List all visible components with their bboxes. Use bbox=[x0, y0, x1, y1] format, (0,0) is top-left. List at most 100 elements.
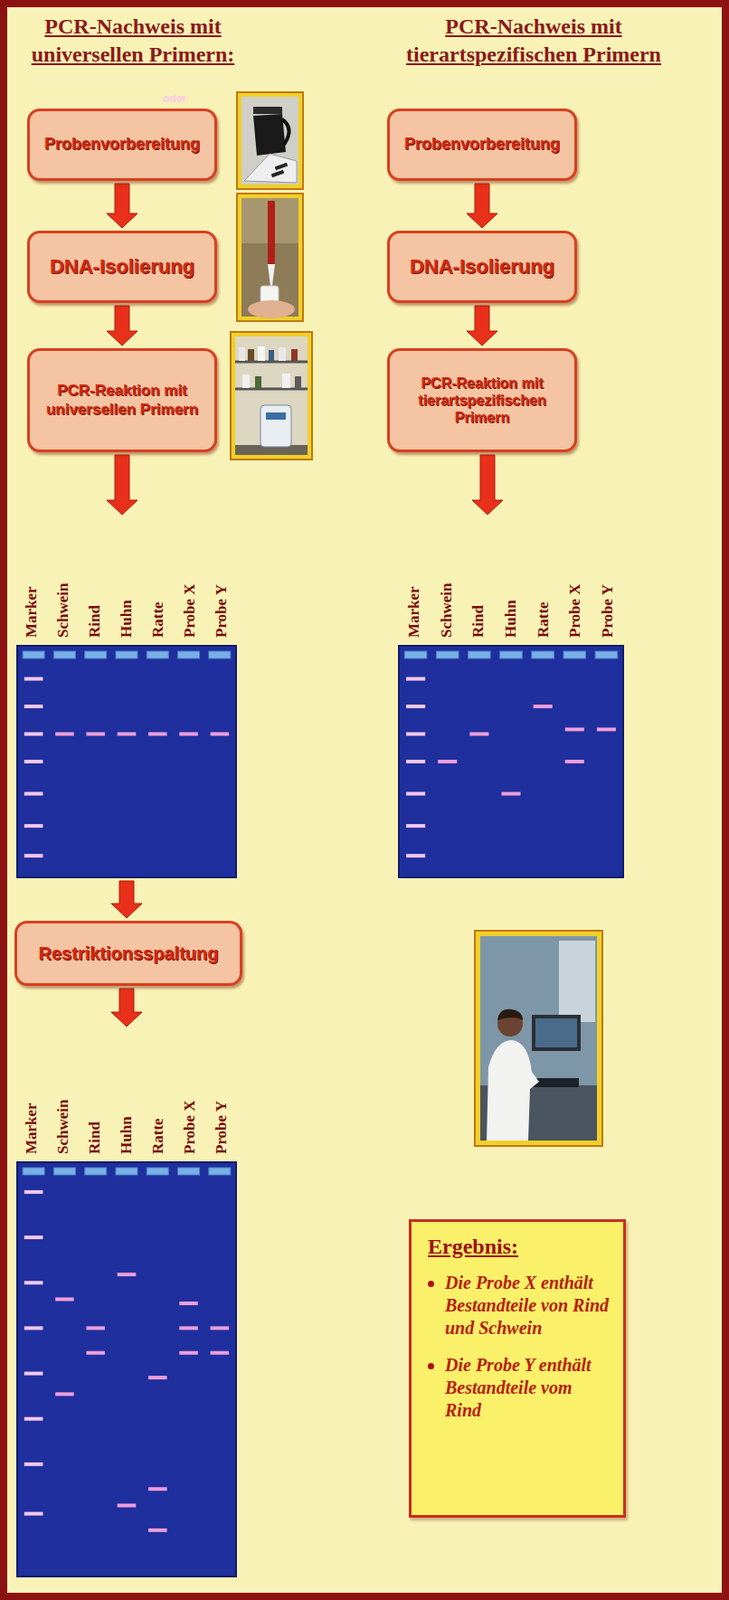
process-box: PCR-Reaktion mit tierartspezifischen Pri… bbox=[387, 348, 578, 453]
lane-label: Ratte bbox=[149, 601, 168, 638]
lane-label: Ratte bbox=[534, 601, 553, 638]
dna-band bbox=[24, 1417, 44, 1421]
photo-frame bbox=[236, 92, 303, 190]
dna-band bbox=[148, 1375, 168, 1380]
gel-well bbox=[85, 1167, 107, 1175]
process-box: Probenvorbereitung bbox=[27, 108, 218, 181]
lane-label: Probe X bbox=[180, 1099, 199, 1155]
gel-well bbox=[178, 651, 200, 659]
step-label: DNA-Isolierung bbox=[397, 255, 568, 279]
lane-label: Rind bbox=[85, 605, 105, 638]
dna-band bbox=[406, 732, 426, 737]
bottle bbox=[294, 376, 302, 389]
cabinet bbox=[558, 940, 596, 1023]
dna-band bbox=[565, 759, 585, 764]
gel-well bbox=[115, 651, 138, 659]
mixer-button bbox=[271, 170, 285, 179]
gel-well bbox=[22, 1167, 45, 1175]
dna-band bbox=[24, 1280, 44, 1285]
dna-band bbox=[117, 1272, 137, 1277]
bottle bbox=[255, 376, 262, 389]
lane-label: Ratte bbox=[149, 1117, 168, 1155]
bottle bbox=[291, 349, 298, 361]
flow-arrow bbox=[472, 454, 503, 515]
dna-band bbox=[24, 677, 44, 682]
gel-body bbox=[16, 644, 237, 879]
dna-band bbox=[55, 1297, 75, 1301]
photo-frame bbox=[230, 331, 313, 460]
gel-well bbox=[146, 651, 169, 659]
dna-band bbox=[210, 732, 230, 737]
flow-arrow bbox=[466, 305, 498, 346]
bottle bbox=[242, 374, 250, 389]
flow-arrow bbox=[466, 183, 498, 228]
mixer-button bbox=[274, 162, 289, 171]
machine-display bbox=[265, 412, 286, 420]
mixer-base bbox=[244, 153, 297, 183]
gel-well bbox=[178, 1167, 200, 1175]
bottle bbox=[247, 349, 255, 361]
gel-well bbox=[53, 1167, 76, 1175]
dna-band bbox=[55, 732, 75, 737]
bullet-item: Die Probe X enthält Bestandteile von Rin… bbox=[424, 1271, 611, 1340]
gel-well bbox=[468, 651, 492, 659]
photo-ground bbox=[241, 198, 299, 317]
step-label: Probenvorbereitung bbox=[37, 134, 208, 155]
dna-band bbox=[179, 1325, 199, 1330]
dna-band bbox=[406, 759, 426, 764]
lane-label: Marker bbox=[22, 586, 41, 638]
step-label: DNA-Isolierung bbox=[37, 255, 208, 279]
hair bbox=[497, 1009, 523, 1021]
gel-well bbox=[208, 1167, 231, 1175]
bottle bbox=[238, 347, 246, 361]
flow-arrow bbox=[106, 305, 138, 346]
dna-band bbox=[24, 704, 44, 709]
lane-label: Huhn bbox=[117, 599, 136, 638]
dna-band bbox=[565, 727, 585, 731]
dna-band bbox=[406, 792, 426, 796]
flow-arrow bbox=[111, 988, 143, 1027]
gel-well bbox=[146, 1167, 169, 1175]
jug-lid bbox=[253, 106, 283, 114]
lane-label: Marker bbox=[405, 586, 424, 638]
dna-band bbox=[179, 732, 199, 737]
photo-ground bbox=[241, 96, 299, 185]
gel-panel: MarkerSchweinRindHuhnRatteProbe XProbe Y bbox=[16, 517, 237, 879]
page-border bbox=[3, 3, 726, 1597]
lane-label: Schwein bbox=[54, 1099, 73, 1155]
dna-band bbox=[85, 1325, 105, 1330]
dna-band bbox=[210, 1351, 230, 1355]
gel-panel: MarkerSchweinRindHuhnRatteProbe XProbe Y bbox=[16, 1029, 237, 1578]
photo-frame bbox=[236, 193, 303, 322]
gel-well bbox=[500, 651, 523, 659]
gel-well bbox=[22, 651, 45, 659]
lane-label: Probe Y bbox=[212, 1100, 231, 1155]
jug-body bbox=[253, 113, 286, 156]
lane-label: Schwein bbox=[437, 583, 456, 638]
dna-band bbox=[24, 1512, 44, 1516]
gel-well bbox=[595, 651, 618, 659]
process-box: PCR-Reaktion mit universellen Primern bbox=[27, 348, 218, 453]
flow-arrow bbox=[111, 880, 143, 919]
gel-well bbox=[208, 651, 231, 659]
result-box: Ergebnis: Die Probe X enthält Bestandteil… bbox=[408, 1219, 626, 1518]
dna-band bbox=[24, 1462, 44, 1467]
band-note: oder bbox=[162, 92, 187, 105]
bottle bbox=[282, 373, 291, 389]
pcr-machine bbox=[260, 405, 292, 447]
computer-photo bbox=[474, 930, 603, 1146]
bottle bbox=[268, 350, 275, 361]
dna-band bbox=[24, 853, 44, 858]
bullet-dot bbox=[427, 1280, 435, 1288]
dna-band bbox=[117, 1503, 137, 1507]
dna-band bbox=[179, 1351, 199, 1355]
dna-band bbox=[148, 732, 168, 737]
lane-label: Huhn bbox=[117, 1116, 136, 1155]
process-box: DNA-Isolierung bbox=[27, 230, 218, 303]
step-label: PCR-Reaktion mit universellen Primern bbox=[37, 381, 208, 419]
dna-band bbox=[24, 823, 44, 828]
result-heading: Ergebnis: bbox=[427, 1234, 611, 1260]
photo-frame bbox=[474, 930, 603, 1146]
monitor bbox=[531, 1014, 581, 1051]
